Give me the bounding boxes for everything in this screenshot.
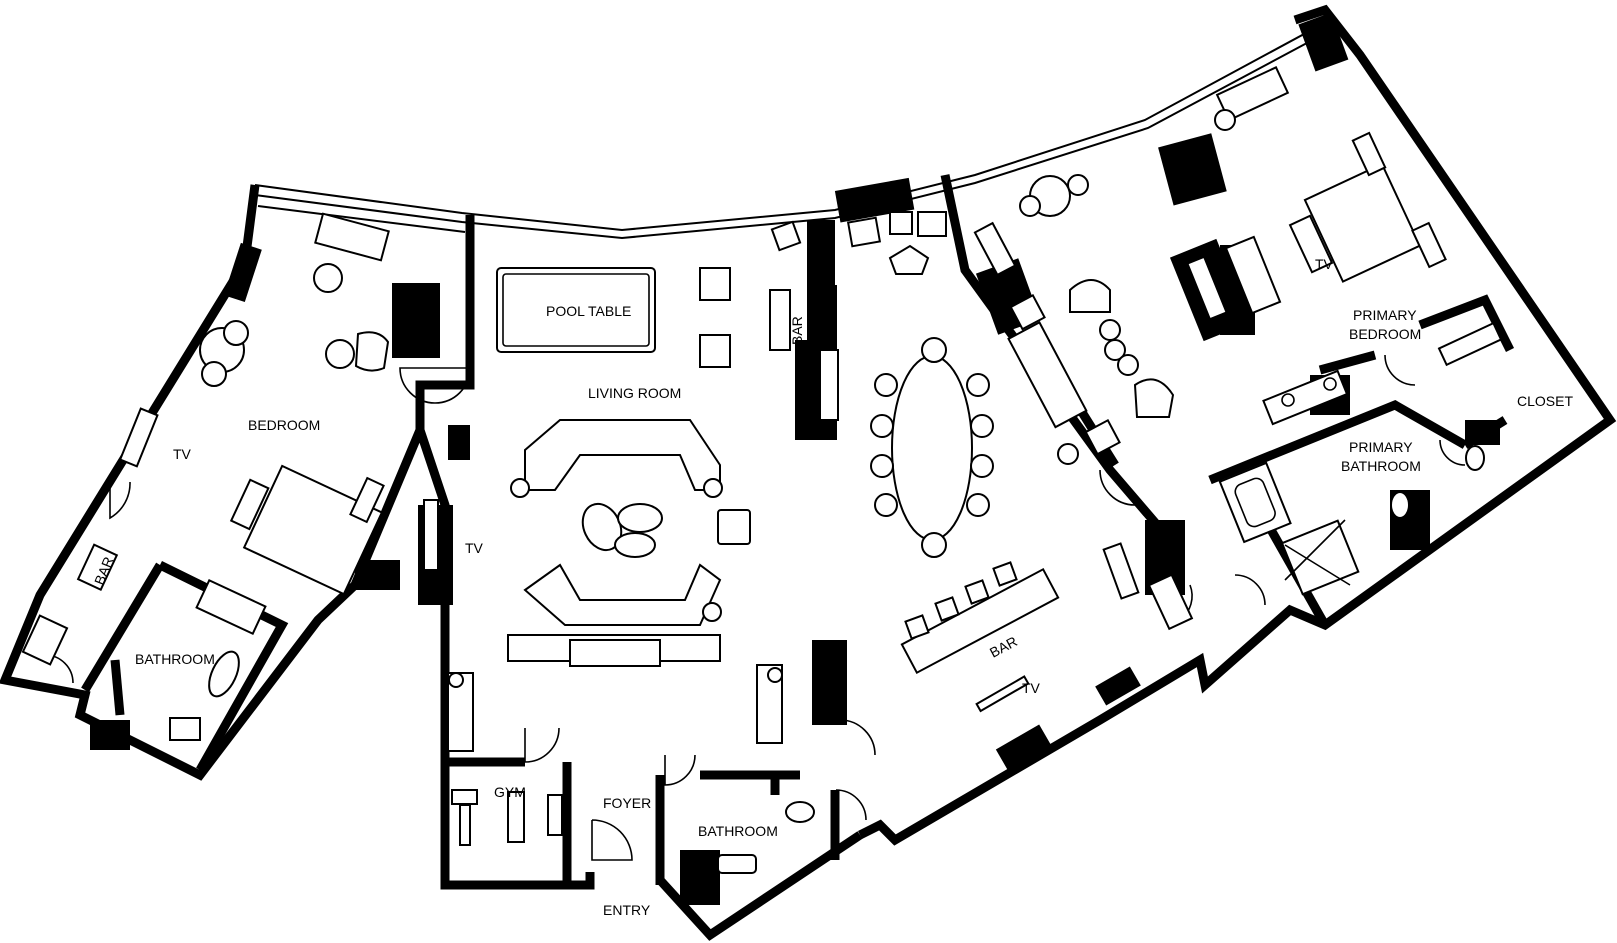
facade-windows [254, 19, 1336, 240]
label-primary-bathroom-2: BATHROOM [1341, 458, 1421, 474]
label-living-room: LIVING ROOM [588, 385, 681, 401]
label-closet: CLOSET [1517, 393, 1573, 409]
label-tv-living: TV [465, 540, 484, 556]
label-tv-bedroom: TV [173, 446, 192, 462]
door-swings [44, 354, 1466, 861]
label-bedroom: BEDROOM [248, 417, 320, 433]
exterior-walls [0, 4, 1617, 941]
label-bathroom-left: BATHROOM [135, 651, 215, 667]
primary-bedroom-furniture [1169, 66, 1447, 342]
label-primary-bedroom-1: PRIMARY [1353, 307, 1417, 323]
gym-equipment [451, 789, 563, 846]
label-tv-dining: TV [1022, 680, 1041, 696]
bathroom-center-fixtures [717, 801, 815, 874]
label-tv-primary-2: TV [1315, 256, 1334, 272]
bedroom-furniture [21, 212, 390, 741]
label-bathroom-center: BATHROOM [698, 823, 778, 839]
label-entry: ENTRY [603, 902, 651, 918]
primary-bathroom-fixtures [1218, 321, 1503, 596]
label-foyer: FOYER [603, 795, 651, 811]
interior-partitions [81, 174, 1515, 885]
label-primary-bathroom-1: PRIMARY [1349, 439, 1413, 455]
living-furniture [423, 220, 839, 752]
label-gym: GYM [494, 784, 526, 800]
label-bar-dining: BAR [987, 633, 1020, 661]
label-pool-table: POOL TABLE [546, 303, 631, 319]
dining-furniture [846, 211, 1060, 713]
label-tv-primary-1: TV [1225, 314, 1244, 330]
lounge-furniture [973, 174, 1194, 631]
label-bar-living: BAR [789, 316, 805, 345]
label-primary-bedroom-2: BEDROOM [1349, 326, 1421, 342]
